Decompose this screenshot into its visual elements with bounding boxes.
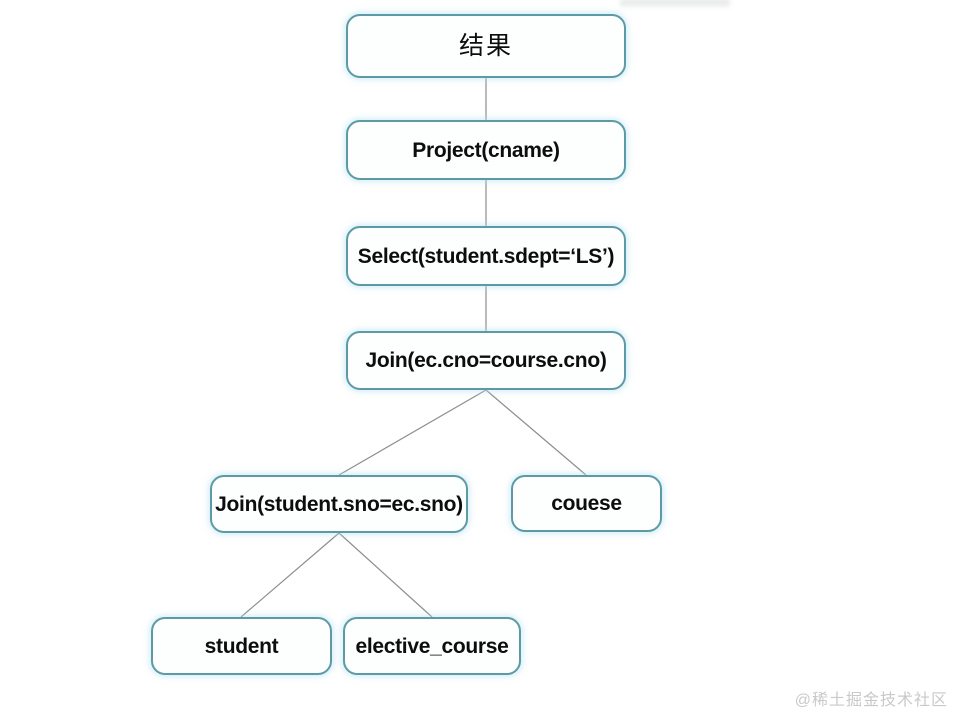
node-elective-course[interactable]: elective_course bbox=[343, 617, 521, 675]
node-result[interactable]: 结果 bbox=[346, 14, 626, 78]
node-join-ec-course[interactable]: Join(ec.cno=course.cno) bbox=[346, 331, 626, 390]
edge-joinstudent-elective bbox=[338, 532, 433, 618]
node-label-student: student bbox=[204, 634, 279, 658]
watermark: @稀土掘金技术社区 bbox=[794, 692, 948, 709]
node-label-couese: couese bbox=[551, 492, 622, 515]
node-label-elective-course: elective_course bbox=[355, 634, 509, 658]
node-label-project: Project(cname) bbox=[412, 138, 560, 162]
node-student[interactable]: student bbox=[151, 617, 332, 675]
node-label-join-ec-course: Join(ec.cno=course.cno) bbox=[365, 349, 607, 372]
edge-joinstudent-student bbox=[240, 532, 340, 618]
node-label-result: 结果 bbox=[458, 31, 513, 60]
node-label-select: Select(student.sdept=‘LS’) bbox=[357, 244, 615, 268]
node-label-join-student-ec: Join(student.sno=ec.sno) bbox=[215, 492, 463, 516]
node-select[interactable]: Select(student.sdept=‘LS’) bbox=[346, 226, 626, 286]
edge-join-joinstudent bbox=[338, 389, 487, 476]
edge-join-couese bbox=[485, 389, 587, 476]
node-couese[interactable]: couese bbox=[511, 475, 662, 532]
node-project[interactable]: Project(cname) bbox=[346, 120, 626, 180]
node-join-student-ec[interactable]: Join(student.sno=ec.sno) bbox=[210, 475, 468, 533]
